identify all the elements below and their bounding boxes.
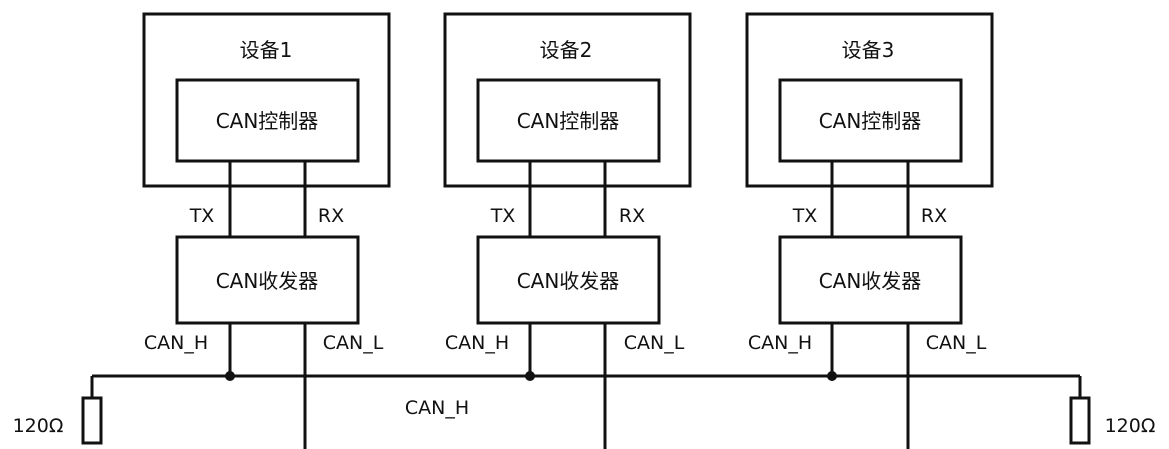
device-1: 设备1 CAN控制器 CAN收发器 TX RX CAN_H CAN_L — [142, 12, 391, 449]
device-1-junction-dot — [225, 371, 235, 381]
left-resistor-label: 120Ω — [13, 415, 64, 437]
device-2-controller-label: CAN控制器 — [517, 109, 620, 133]
device-1-transceiver-label: CAN收发器 — [216, 269, 319, 293]
device-2-can-h-label: CAN_H — [445, 332, 509, 354]
device-2-controller-box — [476, 78, 661, 163]
device-2-junction-dot — [525, 371, 535, 381]
device-2-tx-label: TX — [490, 205, 516, 227]
device-3-controller-label: CAN控制器 — [819, 109, 922, 133]
bus-can-h-label: CAN_H — [405, 397, 469, 419]
device-3-tx-label: TX — [792, 205, 818, 227]
right-resistor-label: 120Ω — [1105, 415, 1156, 437]
device-2-transceiver-box — [476, 235, 661, 325]
device-2-rx-label: RX — [619, 205, 645, 227]
device-3-junction-dot — [827, 371, 837, 381]
device-1-can-h-label: CAN_H — [144, 332, 208, 354]
device-3-rx-label: RX — [921, 205, 947, 227]
device-3-can-h-label: CAN_H — [748, 332, 812, 354]
device-2: 设备2 CAN控制器 CAN收发器 TX RX CAN_H CAN_L — [443, 12, 692, 449]
device-3-transceiver-box — [778, 235, 963, 325]
device-2-can-l-label: CAN_L — [624, 332, 685, 354]
device-3-can-l-label: CAN_L — [926, 332, 987, 354]
device-3-controller-box — [778, 78, 963, 163]
device-3-title: 设备3 — [842, 38, 895, 62]
device-2-title: 设备2 — [540, 38, 593, 62]
device-3: 设备3 CAN控制器 CAN收发器 TX RX CAN_H CAN_L — [745, 12, 994, 449]
device-1-title: 设备1 — [240, 38, 293, 62]
left-resistor — [81, 396, 103, 445]
device-1-tx-label: TX — [189, 205, 215, 227]
device-1-controller-box — [175, 78, 360, 163]
device-1-controller-label: CAN控制器 — [216, 109, 319, 133]
device-3-transceiver-label: CAN收发器 — [819, 269, 922, 293]
device-1-transceiver-box — [175, 235, 360, 325]
right-resistor — [1069, 396, 1091, 445]
device-2-transceiver-label: CAN收发器 — [517, 269, 620, 293]
device-1-rx-label: RX — [318, 205, 344, 227]
device-1-can-l-label: CAN_L — [323, 332, 384, 354]
